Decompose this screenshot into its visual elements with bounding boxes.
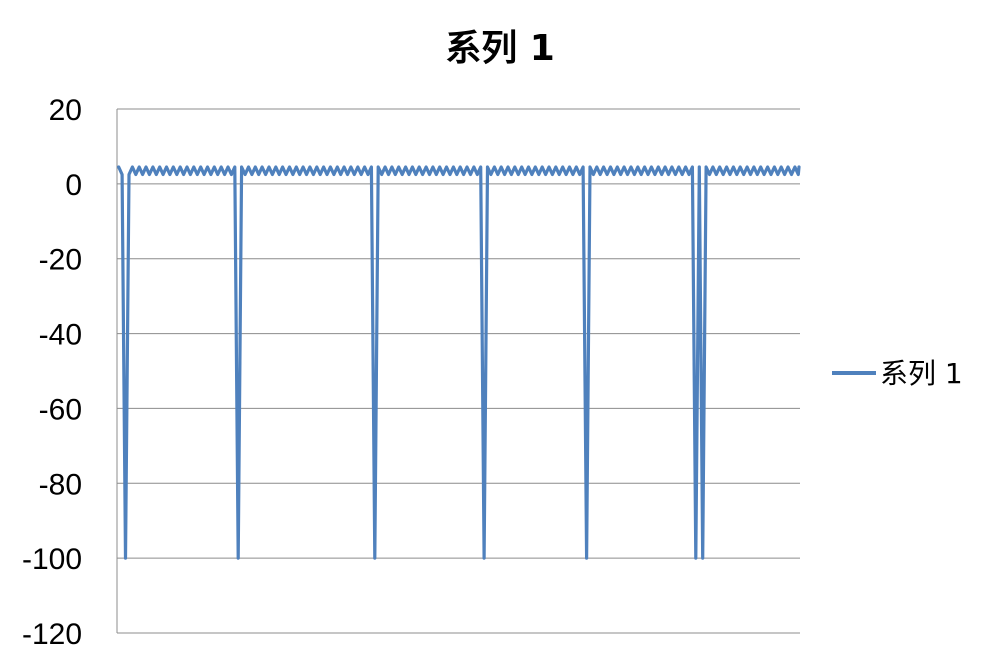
series-layer <box>117 165 801 560</box>
y-tick-label: -60 <box>39 393 82 426</box>
y-tick-label: -20 <box>39 244 82 277</box>
y-tick-label: -120 <box>22 618 82 651</box>
y-tick-label: -40 <box>39 319 82 352</box>
legend: 系列 1 <box>832 357 963 390</box>
y-tick-label: -80 <box>39 468 82 501</box>
grid <box>117 108 800 634</box>
y-tick-label: 20 <box>49 94 82 127</box>
series-line <box>117 165 801 560</box>
legend-label: 系列 1 <box>880 357 963 390</box>
y-tick-label: -100 <box>22 543 82 576</box>
chart-title: 系列 1 <box>445 28 555 69</box>
y-axis: 20 0 -20 -40 -60 -80 -100 -120 <box>22 94 118 651</box>
y-tick-label: 0 <box>65 169 82 202</box>
